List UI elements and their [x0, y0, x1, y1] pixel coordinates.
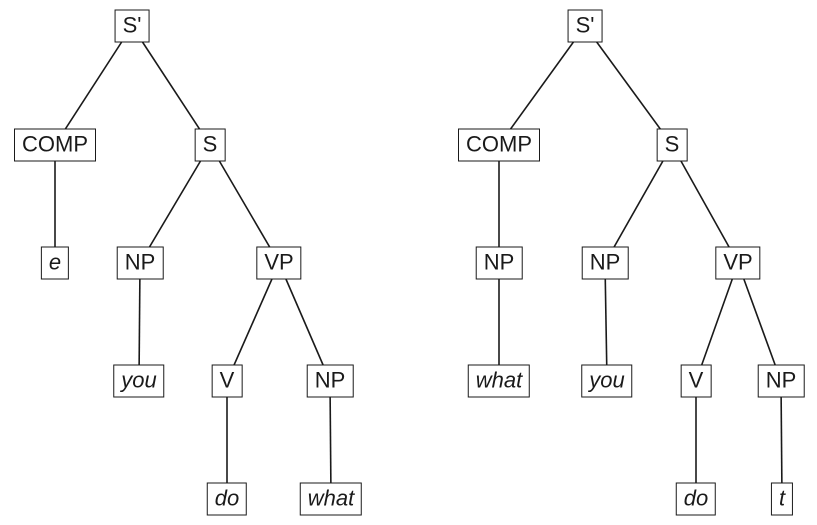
tree-edge-s-vp — [209, 144, 280, 264]
tree-edge-vp-v — [226, 262, 280, 382]
right-tree-node-v: V — [680, 364, 712, 398]
tree-edge-vp-v — [695, 262, 739, 382]
left-tree-node-comp: COMP — [14, 128, 96, 162]
left-tree-node-vp: VP — [256, 246, 302, 280]
left-tree-node-sbar: S' — [114, 9, 150, 43]
left-tree-node-do: do — [206, 482, 248, 516]
right-tree-node-np-subj: NP — [581, 246, 629, 280]
right-tree-node-np-comp: NP — [475, 246, 523, 280]
left-tree-node-e: e — [40, 246, 70, 280]
tree-edge-sbar-s — [584, 25, 673, 146]
tree-edge-np-obj-t — [780, 380, 783, 500]
tree-edge-np-subj-you — [138, 262, 141, 382]
right-tree-node-sbar: S' — [567, 9, 603, 43]
right-tree-node-comp: COMP — [458, 128, 540, 162]
tree-edge-vp-np-obj — [737, 262, 782, 382]
left-tree-node-np-subj: NP — [116, 246, 164, 280]
tree-edge-s-np-subj — [604, 144, 673, 264]
left-tree-node-s: S — [194, 128, 226, 162]
right-tree-node-t: t — [770, 482, 794, 516]
tree-edge-s-np-subj — [139, 144, 211, 264]
right-tree-node-you: you — [581, 364, 633, 398]
tree-edge-sbar-comp — [498, 25, 586, 146]
right-tree-node-np-obj: NP — [757, 364, 805, 398]
tree-edge-np-obj-what — [329, 380, 332, 500]
tree-edge-sbar-comp — [54, 25, 133, 146]
tree-edge-np-subj-you — [604, 262, 608, 382]
tree-edge-s-vp — [671, 144, 739, 264]
left-tree-node-you: you — [113, 364, 165, 398]
left-tree-node-what: what — [299, 482, 363, 516]
right-tree-node-vp: VP — [715, 246, 761, 280]
left-tree-node-v: V — [211, 364, 243, 398]
right-tree-node-do: do — [675, 482, 717, 516]
right-tree-node-what: what — [467, 364, 531, 398]
left-tree-node-np-obj: NP — [306, 364, 354, 398]
right-tree-node-s: S — [656, 128, 688, 162]
tree-edge-sbar-s — [131, 25, 211, 146]
tree-edge-vp-np-obj — [278, 262, 331, 382]
